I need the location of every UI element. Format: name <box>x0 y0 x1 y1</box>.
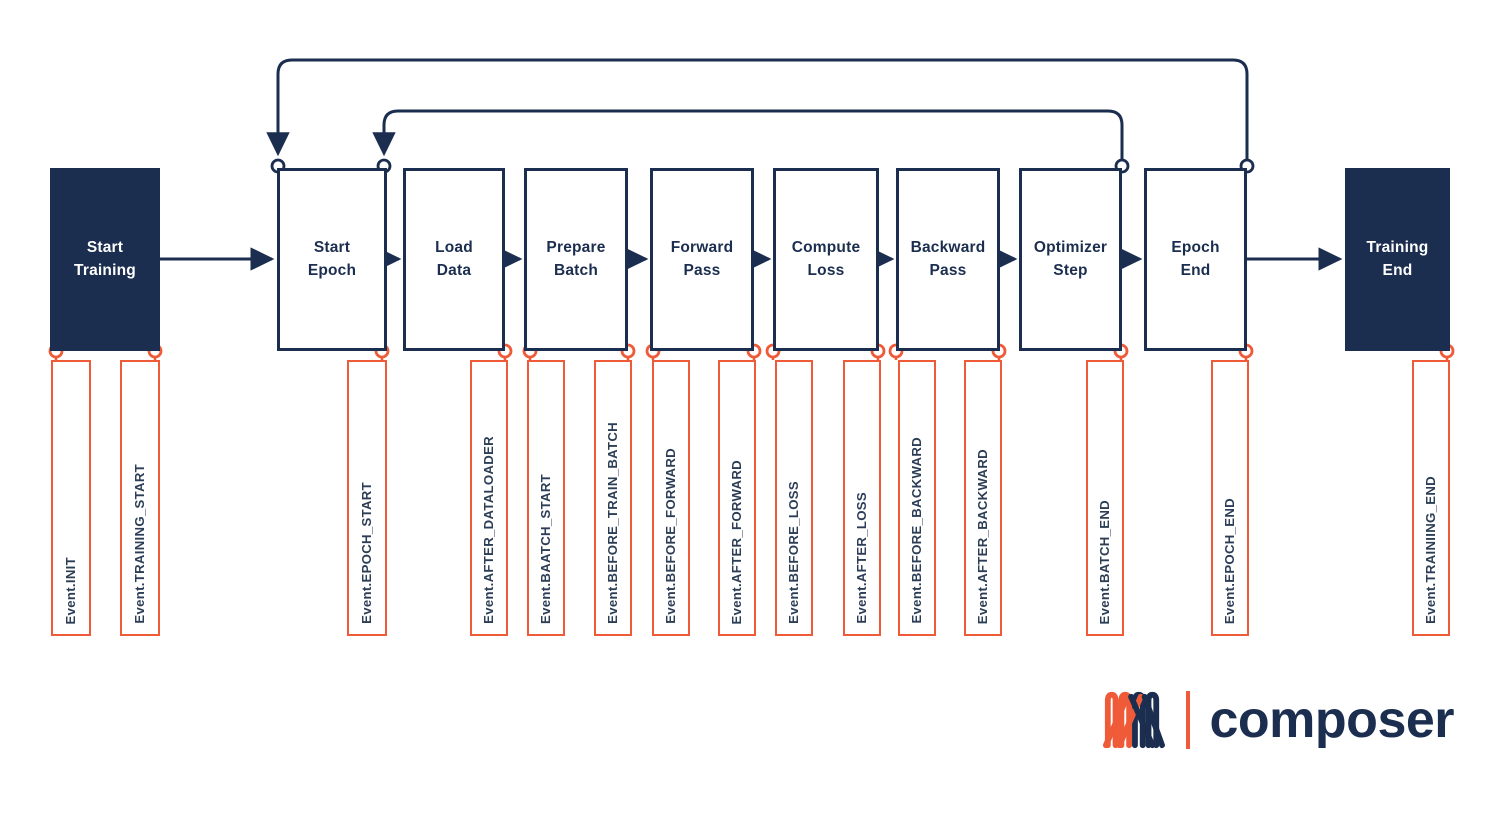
stage-box-load-data[interactable]: Load Data <box>403 168 505 351</box>
event-label-batch-end: Event.BATCH_END <box>1097 499 1113 624</box>
event-box-before-backward[interactable]: Event.BEFORE_BACKWARD <box>898 360 936 636</box>
event-label-baatch-start: Event.BAATCH_START <box>538 474 554 624</box>
stage-box-backward-pass[interactable]: Backward Pass <box>896 168 1000 351</box>
stage-box-start-epoch[interactable]: Start Epoch <box>277 168 387 351</box>
event-label-after-backward: Event.AFTER_BACKWARD <box>975 448 991 624</box>
event-label-training-end-event: Event.TRAINIING_END <box>1423 476 1439 624</box>
event-box-before-train-batch[interactable]: Event.BEFORE_TRAIN_BATCH <box>594 360 632 636</box>
logo-divider <box>1186 691 1190 749</box>
stage-box-forward-pass[interactable]: Forward Pass <box>650 168 754 351</box>
stage-box-training-end[interactable]: Training End <box>1345 168 1450 351</box>
event-label-after-loss: Event.AFTER_LOSS <box>854 492 870 624</box>
event-label-init: Event.INIT <box>63 556 79 624</box>
loop-epoch-to-start-epoch <box>266 58 1249 166</box>
event-box-batch-end[interactable]: Event.BATCH_END <box>1086 360 1124 636</box>
event-label-before-forward: Event.BEFORE_FORWARD <box>663 448 679 624</box>
event-label-epoch-end-event: Event.EPOCH_END <box>1222 497 1238 624</box>
stage-box-compute-loss[interactable]: Compute Loss <box>773 168 879 351</box>
event-box-epoch-start[interactable]: Event.EPOCH_START <box>347 360 387 636</box>
event-label-after-forward: Event.AFTER_FORWARD <box>729 459 745 624</box>
event-label-after-dataloader: Event.AFTER_DATALOADER <box>481 436 497 624</box>
event-box-after-dataloader[interactable]: Event.AFTER_DATALOADER <box>470 360 508 636</box>
event-box-after-loss[interactable]: Event.AFTER_LOSS <box>843 360 881 636</box>
stage-box-epoch-end[interactable]: Epoch End <box>1144 168 1247 351</box>
event-box-init[interactable]: Event.INIT <box>51 360 91 636</box>
event-box-after-backward[interactable]: Event.AFTER_BACKWARD <box>964 360 1002 636</box>
event-box-training-end-event[interactable]: Event.TRAINIING_END <box>1412 360 1450 636</box>
stage-box-optimizer-step[interactable]: Optimizer Step <box>1019 168 1122 351</box>
event-box-baatch-start[interactable]: Event.BAATCH_START <box>527 360 565 636</box>
event-label-before-train-batch: Event.BEFORE_TRAIN_BATCH <box>605 422 621 624</box>
stage-box-prepare-batch[interactable]: Prepare Batch <box>524 168 628 351</box>
event-box-training-start[interactable]: Event.TRAINING_START <box>120 360 160 636</box>
event-label-epoch-start: Event.EPOCH_START <box>359 482 375 624</box>
event-label-before-backward: Event.BEFORE_BACKWARD <box>909 437 925 624</box>
event-box-before-loss[interactable]: Event.BEFORE_LOSS <box>775 360 813 636</box>
composer-logo: composer <box>1098 686 1458 754</box>
event-box-after-forward[interactable]: Event.AFTER_FORWARD <box>718 360 756 636</box>
composer-w-mark <box>1102 691 1165 749</box>
event-label-training-start: Event.TRAINING_START <box>132 464 148 624</box>
event-box-before-forward[interactable]: Event.BEFORE_FORWARD <box>652 360 690 636</box>
event-label-before-loss: Event.BEFORE_LOSS <box>786 481 802 624</box>
event-box-epoch-end-event[interactable]: Event.EPOCH_END <box>1211 360 1249 636</box>
stage-box-start-training[interactable]: Start Training <box>50 168 160 351</box>
loop-batch-to-start-epoch <box>372 109 1124 166</box>
logo-wordmark: composer <box>1209 691 1455 749</box>
